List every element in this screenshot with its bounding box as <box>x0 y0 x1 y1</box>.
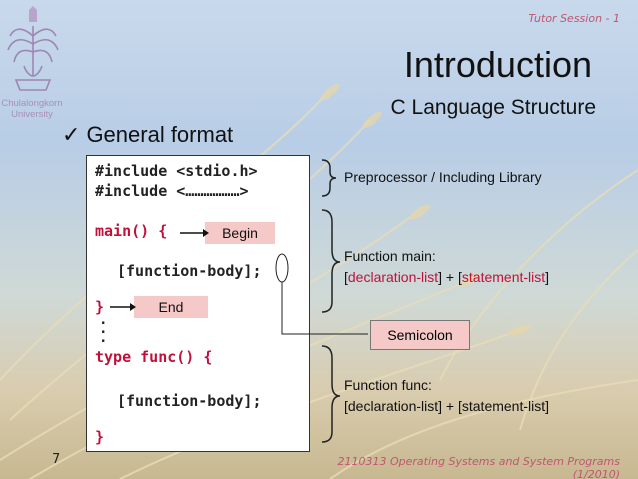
main-note-body: [declaration-list] + [statement-list] <box>344 267 549 288</box>
end-callout: End <box>134 296 208 318</box>
preprocessor-note: Preprocessor / Including Library <box>344 169 542 185</box>
slide-subtitle: C Language Structure <box>390 96 596 119</box>
university-logo-icon <box>7 6 59 91</box>
slide-number: 7 <box>52 452 61 467</box>
bracket-close: ] <box>545 269 550 285</box>
func-note: Function func: [declaration-list] + [sta… <box>344 375 549 417</box>
main-statement-list: statement-list <box>461 269 546 285</box>
bullet-text: General format <box>86 122 234 147</box>
tutor-session-label: Tutor Session - 1 <box>528 12 620 25</box>
slide-title: Introduction <box>403 44 592 85</box>
bracket: [ <box>344 269 348 285</box>
func-note-title: Function func: <box>344 377 432 393</box>
code-line-main-close: } <box>95 298 105 316</box>
course-footer: 2110313 Operating Systems and System Pro… <box>337 455 620 479</box>
code-line-main: main() { <box>95 222 168 240</box>
code-line-include-stdio: #include <stdio.h> <box>95 162 258 180</box>
main-note: Function main: [declaration-list] + [sta… <box>344 246 549 288</box>
code-line-func-body: [function-body]; <box>117 392 262 410</box>
main-declaration-list: declaration-list <box>347 269 439 285</box>
semicolon-connector <box>281 282 368 335</box>
code-line-func-close: } <box>95 428 105 446</box>
ellipsis-dots: ... <box>99 312 108 346</box>
preprocessor-brace <box>321 159 337 197</box>
checkmark-icon: ✓ <box>62 122 81 147</box>
func-note-body: [declaration-list] + [statement-list] <box>344 398 550 414</box>
func-brace <box>321 345 341 443</box>
bullet-general-format: ✓General format <box>62 122 233 148</box>
university-name: Chulalongkorn University <box>1 98 63 120</box>
plus-separator: ] + [ <box>438 269 462 285</box>
main-note-title: Function main: <box>344 248 436 264</box>
semicolon-highlight <box>275 253 289 283</box>
code-line-include-library: #include <………………> <box>95 182 249 200</box>
begin-callout: Begin <box>205 222 275 244</box>
semicolon-callout: Semicolon <box>370 320 470 350</box>
code-line-func: type func() { <box>95 348 213 366</box>
main-brace <box>321 209 341 313</box>
code-line-main-body: [function-body]; <box>117 262 262 280</box>
